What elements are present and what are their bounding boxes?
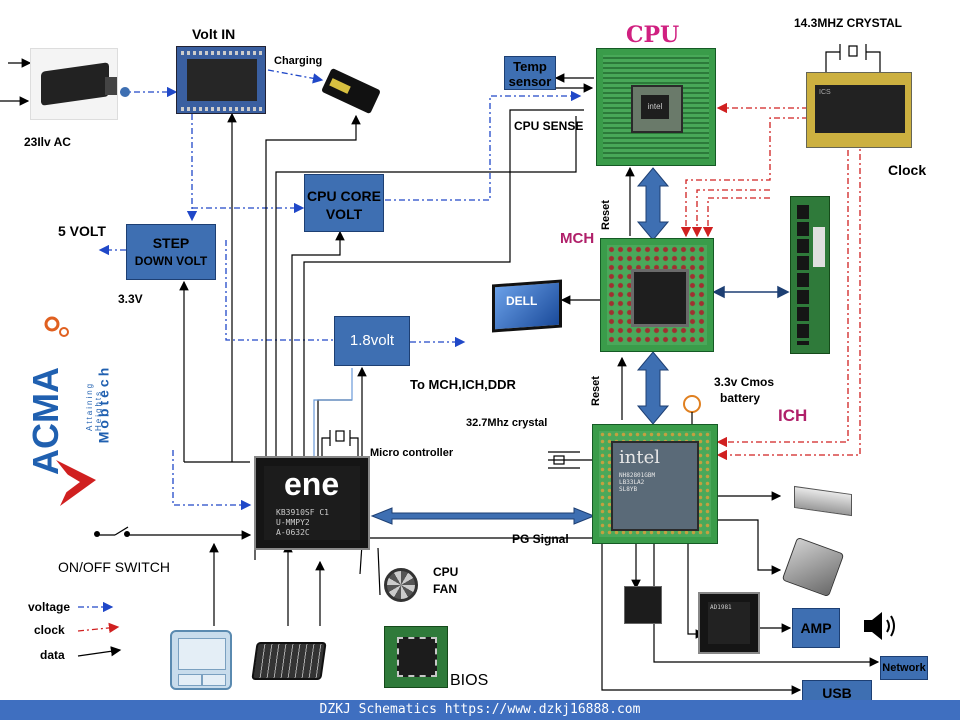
ene-logo: ene [284,466,340,502]
ene-chip-line-2: U-MMPY2 [276,518,310,527]
ac-adapter-image [30,48,118,120]
switch-dot-2 [124,531,130,537]
reset-mch-label: Reset [600,200,612,230]
touchpad-image [170,630,232,690]
v18-box: 1.8volt [334,316,410,366]
reset-ich-label: Reset [590,376,602,406]
crystal-14-label: 14.3MHZ CRYSTAL [794,16,903,30]
usb-label: USB [822,685,852,701]
volt-in-chip [176,46,266,114]
footer-text: DZKJ Schematics https://www.dzkj16888.co… [319,702,641,717]
amp-label: AMP [800,620,832,636]
keyboard-image [251,628,327,688]
network-chip [624,586,662,624]
ram-module [790,196,830,354]
step-down-label-1: STEP [152,235,190,251]
cpu-fan-label-2: FAN [433,582,457,596]
legend-clock-label: clock [34,623,65,637]
speaker-icon [864,612,895,640]
legend-data-label: data [40,648,65,662]
bus-arrows [370,167,670,525]
cpu-sense-label: CPU SENSE [514,119,584,133]
mch-label: MCH [560,230,595,247]
cpu-core-label-1: CPU CORE [307,188,381,204]
acma-tagline-text: Attaining Heights [85,381,103,431]
cpu-core-volt-box: CPU CORE VOLT [304,174,384,232]
cpu-label: CPU [626,22,680,48]
hard-drive-image [781,536,846,600]
audio-chip: AD1981 [698,592,760,654]
clock-lines [680,102,861,461]
data-lines [98,73,880,695]
cpu-fan-label-1: CPU [433,565,459,579]
mch-chip [600,238,714,352]
crystal-14-symbol [825,44,881,72]
network-box: Network [880,656,928,680]
step-down-box: STEP DOWN VOLT [126,224,216,280]
ich-chip-line-1: NH82801GBM [619,472,656,479]
micro-controller-label: Micro controller [370,447,454,459]
cpu-core-label-2: VOLT [325,206,363,222]
v18-label: 1.8volt [349,332,395,349]
charging-label: Charging [274,55,323,67]
cmos-label-2: battery [720,391,761,405]
step-down-label-2: DOWN VOLT [134,254,208,268]
volt-in-label: Volt IN [192,26,236,42]
ene-microcontroller: ene KB3910SF C1 U-MMPY2 A-0632C [254,456,370,550]
micro-crystal-symbol [321,430,359,456]
acma-logo: ACMA Mobtech Attaining Heights [20,310,120,510]
bios-label: BIOS [450,672,489,689]
ac-connector-dot [120,87,130,97]
crystal-32-label: 32.7Mhz crystal [466,417,548,429]
to-mch-label: To MCH,ICH,DDR [410,377,516,392]
clock-label: Clock [888,162,927,178]
acma-logo-graphic [44,316,96,506]
pg-signal-label: PG Signal [512,532,569,546]
ich-chip: intel NH82801GBM LB33LA2 SL8YB [592,424,718,544]
v33-label: 3.3V [118,292,143,306]
legend-lines [77,601,122,657]
cpu-fan-image [376,564,422,614]
ich-chip-line-2: LB33LA2 [619,479,645,486]
amp-box: AMP [792,608,840,648]
temp-sensor-box: Temp sensor [504,56,556,90]
ich-label: ICH [778,406,808,425]
temp-sensor-label: Temp sensor [508,59,552,89]
clock-chip: ICS [806,72,912,148]
acma-brand-text: ACMA [24,367,66,475]
cmos-battery-icon [683,395,701,413]
light-voltage-lines [313,368,353,458]
crystal-32-symbol [548,451,592,469]
switch-dot-1 [94,531,100,537]
cpu-chip: intel [596,48,716,166]
ene-chip-line-1: KB3910SF C1 [276,508,329,517]
ich-chip-line-3: SL8YB [619,486,638,493]
network-label: Network [882,662,926,674]
ac-input-lines [0,58,32,106]
dvd-drive-image [790,480,854,520]
monitor-image: DELL [490,276,562,333]
cmos-label-1: 3.3v Cmos [714,375,775,389]
battery-image [320,67,381,115]
legend-voltage-label: voltage [28,600,71,614]
ene-chip-line-3: A-0632C [276,528,310,537]
mch-ram-arrow [712,285,790,299]
ac-label: 23Ilv AC [24,135,71,149]
on-off-label: ON/OFF SWITCH [58,559,170,575]
footer-bar: DZKJ Schematics https://www.dzkj16888.co… [0,700,960,720]
bios-chip [384,626,448,688]
five-volt-label: 5 VOLT [58,223,106,239]
